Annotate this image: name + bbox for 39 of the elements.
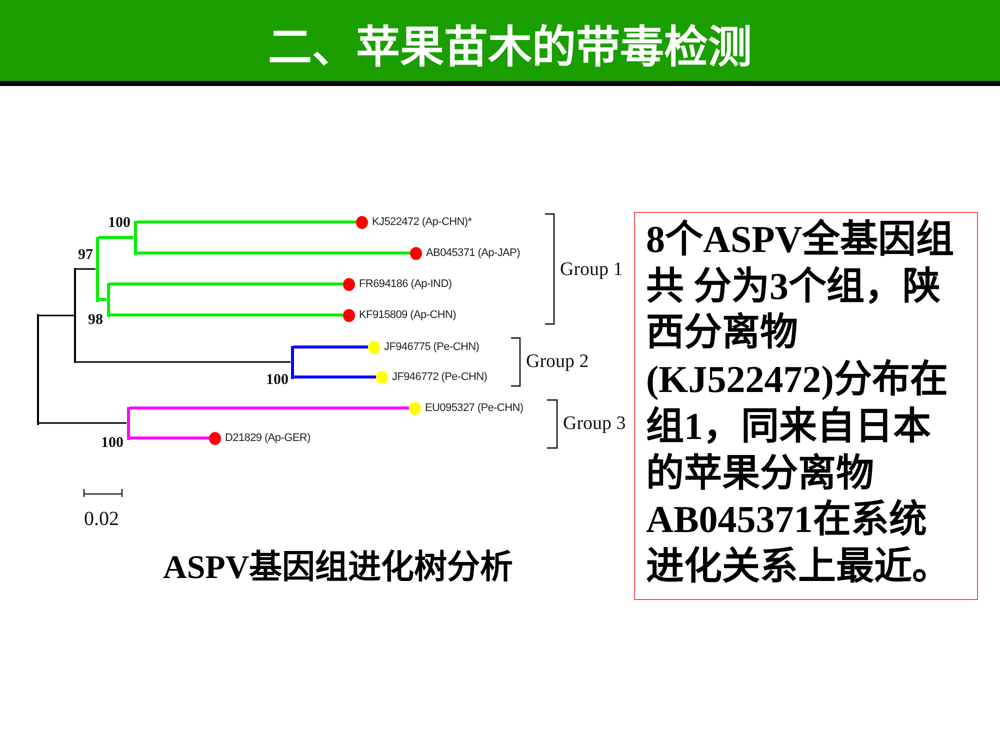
scale-label: 0.02 [84, 508, 119, 530]
tree-branch [130, 406, 409, 410]
clade-bar [290, 346, 294, 378]
bootstrap-value: 100 [108, 214, 130, 232]
clade-bar [134, 220, 136, 254]
bootstrap-value: 98 [88, 312, 103, 328]
bootstrap-value: 100 [101, 434, 124, 452]
bootstrap-value: 100 [266, 372, 288, 388]
tree-branch [98, 236, 134, 239]
taxon-label: FR694186 (Ap-IND) [359, 278, 452, 290]
tree-branch [136, 252, 410, 254]
taxon-label: EU095327 (Pe-CHN) [425, 402, 524, 414]
taxon-label: AB045371 (Ap-JAP) [426, 248, 520, 258]
text-panel: 8个ASPV全基因组共 分为3个组，陕西分离物(KJ522472)分布在组1，同来自日本的苹果分离物AB045371在系统进化关系上最近。 [634, 212, 978, 600]
tree-branch [136, 220, 356, 224]
figure-caption: ASPV基因组进化树分析 [163, 548, 514, 588]
group-label: Group 1 [560, 259, 623, 281]
group-label: Group 2 [526, 351, 589, 373]
clade-bar [106, 282, 110, 316]
tree-branch [76, 268, 96, 270]
taxon-label: KF915809 (Ap-CHN) [359, 310, 456, 320]
clade-bar [126, 406, 130, 440]
tree-branch [38, 314, 74, 316]
tree-branch [130, 436, 209, 440]
group-label: Group 3 [563, 413, 626, 435]
taxon-label: JF946772 (Pe-CHN) [392, 372, 488, 382]
taxon-label: KJ522472 (Ap-CHN)* [372, 216, 472, 228]
clade-bar [96, 236, 98, 302]
tree-branch [294, 346, 368, 348]
taxon-label: D21829 (Ap-GER) [225, 432, 310, 444]
slide-title: 二、苹果苗木的带毒检测 [268, 22, 752, 74]
tree-branch [38, 422, 126, 424]
tree-branch [76, 361, 290, 363]
tree-branch [110, 282, 343, 286]
tree-branch [98, 298, 106, 301]
bootstrap-value: 97 [78, 246, 93, 264]
taxon-label: JF946775 (Pe-CHN) [384, 342, 480, 352]
tree-branch [294, 376, 376, 378]
tree-branch [110, 314, 343, 316]
